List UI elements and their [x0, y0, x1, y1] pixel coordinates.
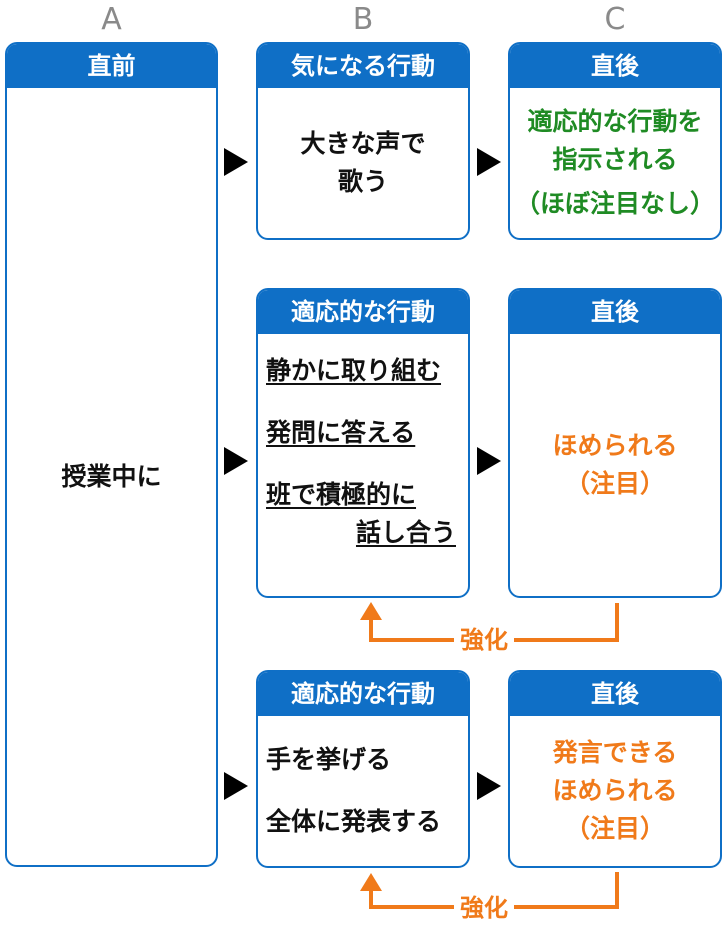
row2-behavior-item1: 静かに取り組む — [266, 356, 442, 385]
row2-consequence-box: 直後 ほめられる （注目） — [508, 288, 722, 598]
row2-behavior-item3a: 班で積極的に — [266, 480, 417, 509]
row1-consequence-line2: 指示される — [552, 145, 678, 174]
row2-behavior-item2: 発問に答える — [266, 418, 416, 447]
antecedent-box: 直前 授業中に — [5, 42, 218, 867]
flow-arrow-icon-b-c-row2 — [477, 447, 501, 475]
row1-consequence-line1: 適応的な行動を — [527, 107, 703, 136]
row1-behavior-line2: 歌う — [337, 167, 388, 196]
row3-behavior-item1: 手を挙げる — [266, 745, 392, 774]
row1-consequence-header: 直後 — [510, 44, 720, 88]
row1-consequence-line3: （ほぼ注目なし） — [514, 189, 715, 218]
row2-feedback-label: 強化 — [454, 625, 514, 655]
row2-behavior-body: 静かに取り組む 発問に答える 班で積極的に 話し合う — [258, 334, 468, 596]
row3-consequence-line3: （注目） — [564, 814, 665, 843]
row3-consequence-box: 直後 発言できる ほめられる （注目） — [508, 670, 722, 868]
row3-behavior-box: 適応的な行動 手を挙げる 全体に発表する — [256, 670, 470, 868]
row2-consequence-line1: ほめられる — [552, 431, 678, 460]
antecedent-body: 授業中に — [7, 88, 216, 865]
row1-behavior-header: 気になる行動 — [258, 44, 468, 88]
row2-consequence-body: ほめられる （注目） — [510, 334, 720, 596]
antecedent-header: 直前 — [7, 44, 216, 88]
row1-consequence-box: 直後 適応的な行動を 指示される （ほぼ注目なし） — [508, 42, 722, 240]
row2-consequence-header: 直後 — [510, 290, 720, 334]
row3-consequence-body: 発言できる ほめられる （注目） — [510, 716, 720, 866]
column-letter-c: C — [604, 2, 626, 37]
row1-behavior-box: 気になる行動 大きな声で 歌う — [256, 42, 470, 240]
row1-behavior-line1: 大きな声で — [300, 129, 426, 158]
column-letter-b: B — [352, 2, 374, 37]
row3-behavior-body: 手を挙げる 全体に発表する — [258, 716, 468, 866]
row3-behavior-header: 適応的な行動 — [258, 672, 468, 716]
column-letter-a: A — [101, 2, 122, 37]
antecedent-text: 授業中に — [61, 461, 162, 491]
row2-behavior-box: 適応的な行動 静かに取り組む 発問に答える 班で積極的に 話し合う — [256, 288, 470, 598]
flow-arrow-icon-a-b-row1 — [224, 148, 248, 176]
row2-behavior-item3b: 話し合う — [355, 518, 456, 547]
flow-arrow-icon-b-c-row1 — [477, 148, 501, 176]
row3-consequence-line2: ほめられる — [552, 776, 678, 805]
row3-consequence-line1: 発言できる — [552, 738, 678, 767]
flow-arrow-icon-a-b-row3 — [224, 772, 248, 800]
row3-consequence-header: 直後 — [510, 672, 720, 716]
flow-arrow-icon-a-b-row2 — [224, 447, 248, 475]
row3-feedback-label: 強化 — [454, 893, 514, 923]
row1-behavior-body: 大きな声で 歌う — [258, 88, 468, 238]
row1-consequence-body: 適応的な行動を 指示される （ほぼ注目なし） — [510, 88, 720, 238]
row2-consequence-line2: （注目） — [564, 469, 665, 498]
row2-behavior-header: 適応的な行動 — [258, 290, 468, 334]
flow-arrow-icon-b-c-row3 — [477, 772, 501, 800]
row3-behavior-item2: 全体に発表する — [266, 807, 442, 836]
